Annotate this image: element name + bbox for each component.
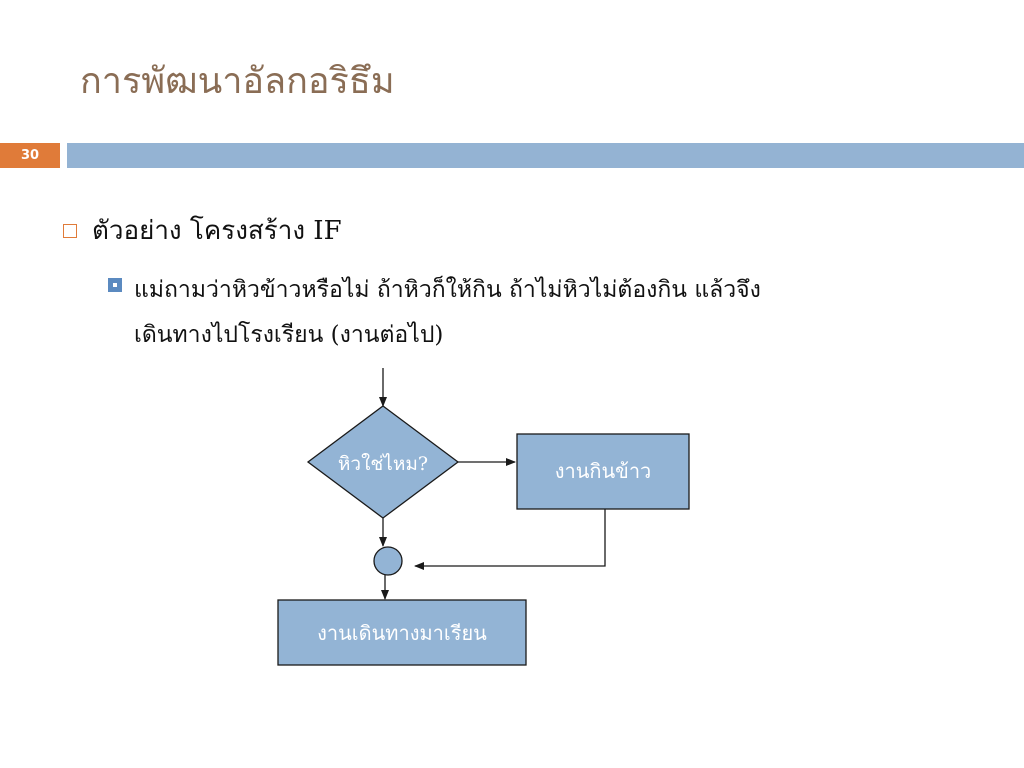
slide-number: 30 xyxy=(0,143,60,168)
action-label: งานกินข้าว xyxy=(555,459,652,483)
bullet-level-2-line2: เดินทางไปโรงเรียน (งานต่อไป) xyxy=(134,322,444,348)
connector-circle xyxy=(373,546,403,576)
title-bar xyxy=(67,143,1024,168)
return-arrow xyxy=(414,509,606,570)
filled-square-bullet-icon xyxy=(108,278,122,292)
bullet-level-2-line1: แม่ถามว่าหิวข้าวหรือไม่ ถ้าหิวก็ให้กิน ถ… xyxy=(134,277,761,303)
slide-title: การพัฒนาอัลกอริธึม xyxy=(80,61,395,102)
bullet-level-2: แม่ถามว่าหิวข้าวหรือไม่ ถ้าหิวก็ให้กิน ถ… xyxy=(108,268,908,358)
next-task-box xyxy=(277,599,527,666)
next-task-label: งานเดินทางมาเรียน xyxy=(317,621,487,645)
bullet-level-1: ตัวอย่าง โครงสร้าง IF xyxy=(63,210,342,251)
action-box xyxy=(516,433,690,510)
decision-label: หิวใช่ไหม? xyxy=(338,453,428,475)
bullet-level-1-text: ตัวอย่าง โครงสร้าง IF xyxy=(92,216,342,246)
hollow-square-bullet-icon xyxy=(63,223,77,238)
